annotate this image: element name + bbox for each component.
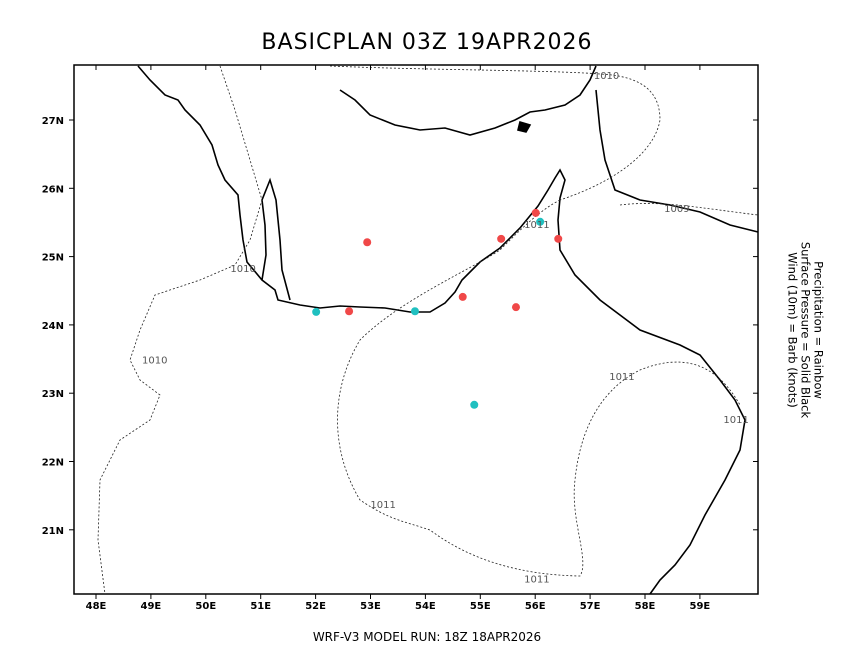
pressure-contours: [97, 65, 759, 595]
lon-tick-label: 57E: [580, 601, 601, 612]
lat-tick-label: 22N: [42, 458, 64, 469]
coastline: [137, 65, 759, 595]
lon-tick-label: 58E: [635, 601, 656, 612]
pressure-contour-label: 1011: [524, 574, 549, 585]
pressure-contour-label: 1009: [664, 204, 689, 215]
lon-tick-label: 48E: [86, 601, 107, 612]
precipitation-point: [531, 208, 540, 217]
precipitation-point: [536, 217, 545, 226]
pressure-contour-label: 1011: [609, 372, 634, 383]
pressure-labels: 1010 1009 1011 1010 1010 1011 1011 1011 1011: [142, 71, 749, 585]
precipitation-point: [345, 307, 354, 316]
pressure-contour-label: 1010: [142, 356, 167, 367]
lat-tick-label: 24N: [42, 321, 64, 332]
precipitation-point: [554, 234, 563, 243]
map-frame: [73, 64, 759, 595]
model-run-label: WRF-V3 MODEL RUN: 18Z 18APR2026: [312, 630, 542, 644]
lon-tick-label: 52E: [305, 601, 326, 612]
legend-precipitation: Precipitation = Rainbow: [811, 261, 826, 399]
lat-tick-label: 27N: [42, 116, 64, 127]
pressure-contour-label: 1011: [723, 415, 748, 426]
legend-surface-pressure: Surface Pressure = Solid Black: [798, 241, 813, 419]
pressure-contour-label: 1011: [370, 500, 395, 511]
map-title: BASICPLAN 03Z 19APR2026: [261, 30, 593, 55]
lat-tick-label: 26N: [42, 184, 64, 195]
pressure-contour-label: 1010: [594, 71, 619, 82]
lon-tick-label: 59E: [690, 601, 711, 612]
lon-tick-label: 55E: [470, 601, 491, 612]
lat-tick-label: 21N: [42, 526, 64, 537]
lat-tick-label: 25N: [42, 253, 64, 264]
lat-tick-label: 23N: [42, 389, 64, 400]
lon-tick-label: 51E: [250, 601, 271, 612]
lon-tick-label: 50E: [195, 601, 216, 612]
legend-wind: Wind (10m) = Barb (knots): [785, 252, 800, 408]
lon-tick-label: 49E: [141, 601, 162, 612]
precipitation-point: [470, 400, 479, 409]
precipitation-point: [511, 303, 520, 312]
precipitation-point: [458, 292, 467, 301]
pressure-contour-label: 1010: [230, 264, 255, 275]
precipitation-point: [363, 238, 372, 247]
lon-tick-label: 53E: [360, 601, 381, 612]
precipitation-point: [497, 234, 506, 243]
axis-ticks: 48E 49E 50E 51E 52E 53E 54E 55E 56E 57E 58E 59E 21N 2…: [42, 65, 758, 612]
lon-tick-label: 54E: [415, 601, 436, 612]
precipitation-point: [410, 307, 419, 316]
map-legend: Precipitation = Rainbow Surface Pressure…: [785, 241, 826, 419]
precipitation-point: [312, 307, 321, 316]
precipitation-points: [312, 208, 563, 409]
lon-tick-label: 56E: [525, 601, 546, 612]
pressure-contour-label: 1011: [524, 220, 549, 231]
